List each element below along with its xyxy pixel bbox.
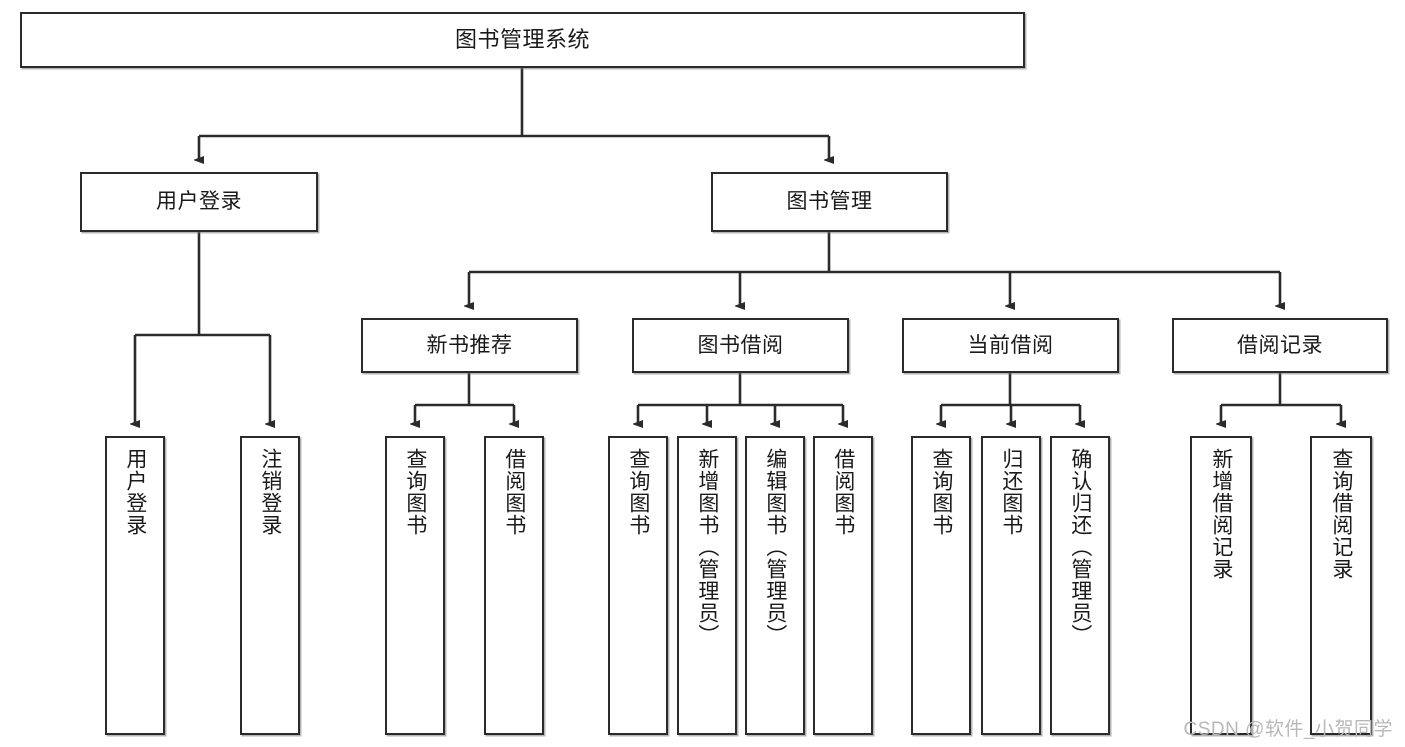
leaf-borrow-book-label: 借阅图书 xyxy=(831,448,855,536)
node-user-login[interactable]: 用户登录 xyxy=(80,172,318,232)
leaf-query-book-current-label: 查询图书 xyxy=(929,448,953,536)
leaf-query-book-recommend[interactable]: 查询图书 xyxy=(385,436,445,735)
leaf-query-borrow-record[interactable]: 查询借阅记录 xyxy=(1310,436,1372,735)
node-borrow-record[interactable]: 借阅记录 xyxy=(1172,318,1388,373)
node-book-management-label: 图书管理 xyxy=(786,190,873,214)
leaf-query-book-borrow-label: 查询图书 xyxy=(626,448,650,536)
node-user-login-label: 用户登录 xyxy=(156,190,242,214)
leaf-borrow-book-recommend-label: 借阅图书 xyxy=(502,448,526,536)
leaf-return-book[interactable]: 归还图书 xyxy=(981,436,1041,735)
leaf-query-book-borrow[interactable]: 查询图书 xyxy=(608,436,668,735)
leaf-user-login[interactable]: 用户登录 xyxy=(105,436,165,735)
node-root[interactable]: 图书管理系统 xyxy=(20,12,1025,68)
leaf-confirm-return[interactable]: 确认归还（管理员） xyxy=(1050,436,1110,735)
leaf-return-book-label: 归还图书 xyxy=(999,448,1023,536)
csdn-watermark: CSDN @软件_小贺同学 xyxy=(1183,719,1393,740)
node-borrow-record-label: 借阅记录 xyxy=(1237,333,1323,357)
leaf-logout[interactable]: 注销登录 xyxy=(240,436,300,735)
leaf-add-borrow-record[interactable]: 新增借阅记录 xyxy=(1190,436,1252,735)
node-current-borrow-label: 当前借阅 xyxy=(967,333,1054,357)
node-new-book-recommend-label: 新书推荐 xyxy=(426,333,513,357)
node-book-borrow[interactable]: 图书借阅 xyxy=(632,318,849,373)
leaf-query-book-recommend-label: 查询图书 xyxy=(403,448,427,536)
node-book-borrow-label: 图书借阅 xyxy=(697,333,784,357)
node-current-borrow[interactable]: 当前借阅 xyxy=(902,318,1119,373)
leaf-add-borrow-record-label: 新增借阅记录 xyxy=(1209,448,1233,580)
node-book-management[interactable]: 图书管理 xyxy=(711,172,948,232)
node-root-label: 图书管理系统 xyxy=(454,26,590,52)
leaf-confirm-return-label: 确认归还（管理员） xyxy=(1068,448,1092,646)
leaf-query-borrow-record-label: 查询借阅记录 xyxy=(1329,448,1353,580)
leaf-edit-book[interactable]: 编辑图书（管理员） xyxy=(745,436,805,735)
leaf-borrow-book-recommend[interactable]: 借阅图书 xyxy=(484,436,544,735)
leaf-borrow-book[interactable]: 借阅图书 xyxy=(813,436,873,735)
node-new-book-recommend[interactable]: 新书推荐 xyxy=(361,318,578,373)
leaf-user-login-label: 用户登录 xyxy=(123,448,147,536)
leaf-add-book[interactable]: 新增图书（管理员） xyxy=(677,436,737,735)
leaf-logout-label: 注销登录 xyxy=(258,448,282,536)
leaf-add-book-label: 新增图书（管理员） xyxy=(695,448,719,646)
leaf-query-book-current[interactable]: 查询图书 xyxy=(911,436,971,735)
leaf-edit-book-label: 编辑图书（管理员） xyxy=(763,448,787,646)
